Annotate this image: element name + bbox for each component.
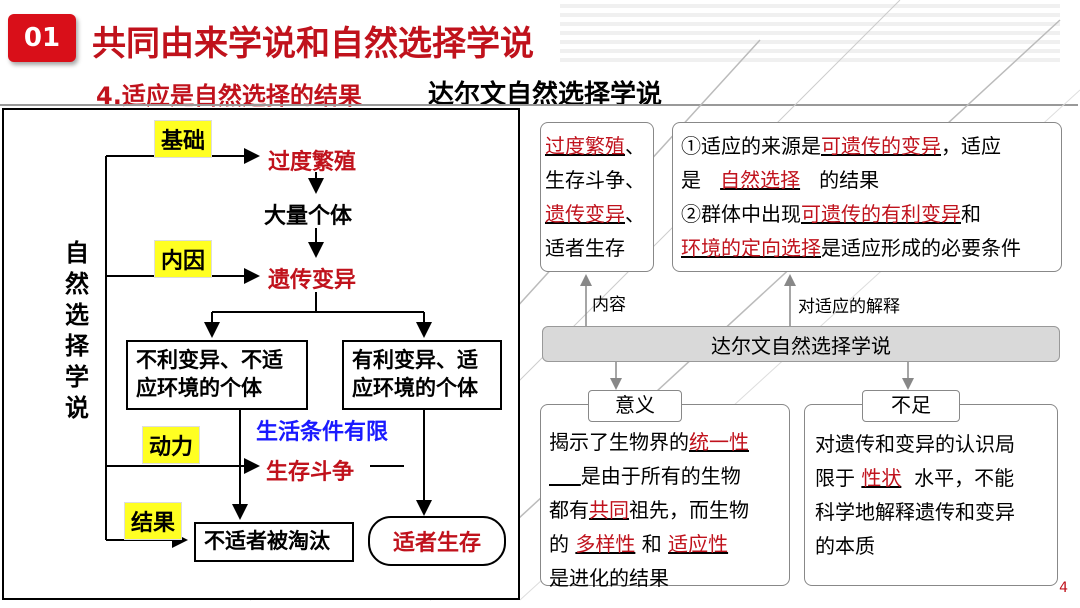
variation-text: 遗传变异 bbox=[268, 268, 357, 293]
underlined-answer: 统一性 bbox=[689, 430, 749, 454]
meaning-line: 的 多样性 和 适应性 bbox=[549, 527, 781, 561]
vertical-char: 自 bbox=[65, 239, 89, 267]
underlined-answer: 适应性 bbox=[668, 532, 729, 556]
struggle-text: 生存斗争 bbox=[266, 460, 355, 485]
explain-line: 是 自然选择 的结果 bbox=[681, 163, 1053, 197]
meaning-label: 意义 bbox=[588, 390, 682, 422]
explain-text: 是 bbox=[681, 168, 701, 192]
underlined-answer: 可遗传的有利变异 bbox=[801, 202, 961, 226]
tag-power: 动力 bbox=[142, 426, 201, 464]
meaning-box: 揭示了生物界的统一性 是由于所有的生物 都有共同祖先，而生物 的 多样性 和 适… bbox=[540, 404, 790, 590]
explain-text: 和 bbox=[961, 202, 981, 226]
vertical-char: 择 bbox=[65, 332, 89, 360]
content-text: 、 bbox=[625, 202, 645, 226]
explain-text: ，适应 bbox=[941, 134, 1001, 158]
flowchart-connectors bbox=[105, 148, 432, 548]
meaning-text: 的 bbox=[549, 532, 569, 556]
underlined-answer: 自然选择 bbox=[720, 168, 801, 192]
box-line: 有利变异、适 bbox=[352, 348, 478, 372]
header-decoration bbox=[560, 4, 1060, 64]
tag-internal: 内因 bbox=[154, 240, 213, 278]
content-line: 生存斗争、 bbox=[545, 168, 645, 192]
meaning-text: 都有 bbox=[549, 498, 589, 522]
shortfall-line: 限于 性状 水平，不能 bbox=[815, 461, 1047, 495]
unfavorable-individuals-box: 不利变异、不适 应环境的个体 bbox=[126, 340, 308, 410]
eliminated-box: 不适者被淘汰 bbox=[194, 522, 354, 562]
meaning-text: 祖先，而生物 bbox=[629, 498, 749, 522]
shortfall-line: 科学地解释遗传和变异 bbox=[815, 500, 1015, 524]
content-line: 过度繁殖、 bbox=[545, 129, 649, 163]
content-line: 遗传变异、 bbox=[545, 197, 649, 231]
survive-pill: 适者生存 bbox=[368, 516, 506, 566]
page-number: 4 bbox=[1059, 580, 1068, 596]
explain-text: ①适应的来源是 bbox=[681, 134, 821, 158]
content-text: 、 bbox=[625, 134, 645, 158]
underlined-answer: 遗传变异 bbox=[545, 202, 625, 226]
vertical-char: 选 bbox=[65, 301, 89, 329]
tag-result: 结果 bbox=[124, 502, 183, 540]
underlined-answer: 过度繁殖 bbox=[545, 134, 625, 158]
section-badge: 01 bbox=[8, 14, 76, 62]
box-line: 应环境的个体 bbox=[352, 376, 478, 400]
meaning-text: 是由于所有的生物 bbox=[580, 464, 741, 488]
meaning-text: 和 bbox=[641, 532, 662, 556]
meaning-line: 是由于所有的生物 bbox=[549, 459, 781, 493]
label-content: 内容 bbox=[592, 295, 626, 315]
page-title: 共同由来学说和自然选择学说 bbox=[92, 24, 534, 64]
many-individuals-text: 大量个体 bbox=[264, 204, 353, 229]
vertical-char: 然 bbox=[65, 270, 89, 298]
shortfall-line: 对遗传和变异的认识局 bbox=[815, 432, 1015, 456]
tag-basis: 基础 bbox=[154, 120, 213, 158]
vertical-label: 自 然 选 择 学 说 bbox=[64, 238, 90, 424]
shortfall-label: 不足 bbox=[862, 390, 960, 422]
underlined-answer: 环境的定向选择 bbox=[681, 236, 821, 260]
overproduction-text: 过度繁殖 bbox=[268, 150, 357, 175]
content-box: 过度繁殖、 生存斗争、 遗传变异、 适者生存 bbox=[540, 122, 654, 272]
underlined-answer: 共同 bbox=[589, 498, 629, 522]
explain-text: 是适应形成的必要条件 bbox=[821, 236, 1021, 260]
favorable-individuals-box: 有利变异、适 应环境的个体 bbox=[342, 340, 502, 410]
meaning-line: 揭示了生物界的统一性 bbox=[549, 425, 781, 459]
shortfall-text: 限于 bbox=[815, 466, 855, 490]
limited-conditions-text: 生活条件有限 bbox=[256, 420, 389, 445]
explain-line: ①适应的来源是可遗传的变异，适应 bbox=[681, 129, 1053, 163]
explain-line: 环境的定向选择是适应形成的必要条件 bbox=[681, 231, 1053, 265]
shortfall-line: 的本质 bbox=[815, 534, 875, 558]
explanation-box: ①适应的来源是可遗传的变异，适应 是 自然选择 的结果 ②群体中出现可遗传的有利… bbox=[672, 122, 1062, 272]
label-explanation: 对适应的解释 bbox=[798, 297, 900, 317]
vertical-char: 说 bbox=[65, 394, 89, 422]
shortfall-box: 对遗传和变异的认识局 限于 性状 水平，不能 科学地解释遗传和变异 的本质 bbox=[804, 404, 1058, 586]
box-line: 应环境的个体 bbox=[136, 376, 262, 400]
meaning-text: 揭示了生物界的 bbox=[549, 430, 689, 454]
vertical-char: 学 bbox=[65, 363, 89, 391]
right-connectors bbox=[580, 274, 914, 390]
darwin-theory-bar: 达尔文自然选择学说 bbox=[542, 326, 1060, 362]
explain-text: ②群体中出现 bbox=[681, 202, 801, 226]
underlined-answer: 性状 bbox=[861, 466, 902, 490]
underlined-answer: 多样性 bbox=[575, 532, 636, 556]
meaning-line: 是进化的结果 bbox=[549, 566, 669, 590]
content-line: 适者生存 bbox=[545, 236, 625, 260]
box-line: 不利变异、不适 bbox=[136, 348, 283, 372]
shortfall-text: 水平，不能 bbox=[914, 466, 1015, 490]
underlined-answer: 可遗传的变异 bbox=[821, 134, 941, 158]
content-frame bbox=[0, 104, 1078, 606]
explain-text: 的结果 bbox=[819, 168, 880, 192]
explain-line: ②群体中出现可遗传的有利变异和 bbox=[681, 197, 1053, 231]
meaning-line: 都有共同祖先，而生物 bbox=[549, 493, 781, 527]
